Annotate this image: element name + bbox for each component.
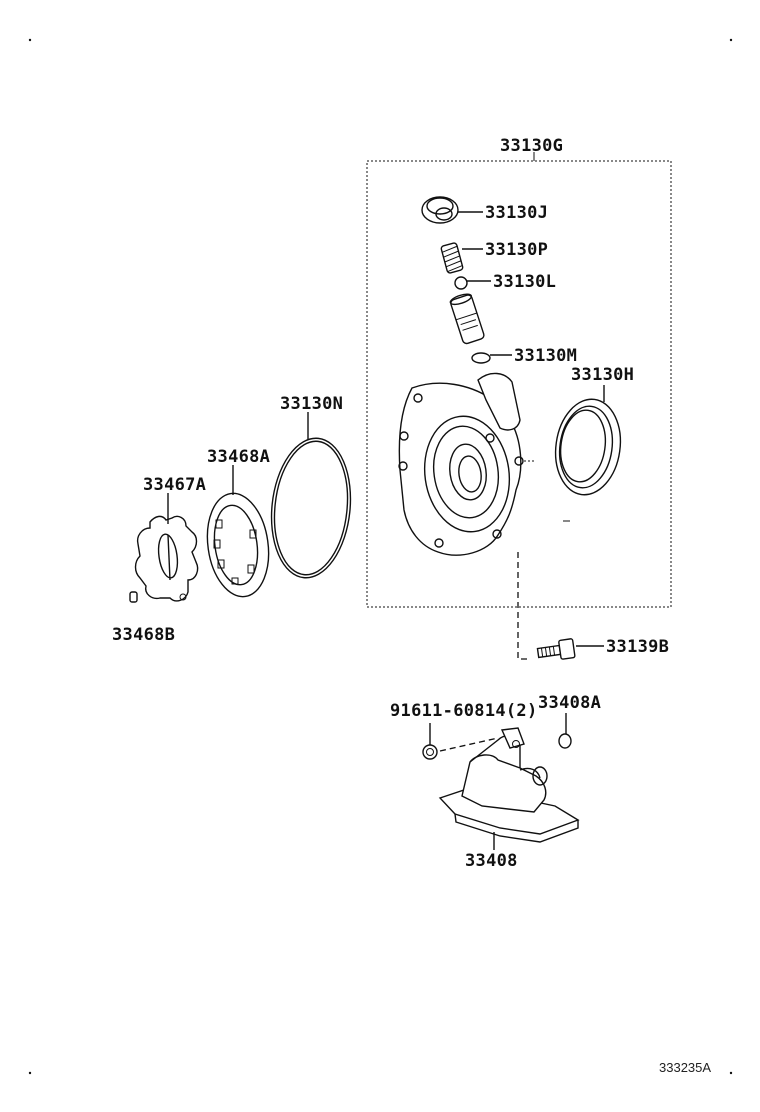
spring-33130p[interactable]: 33130P — [440, 240, 549, 274]
oil-pump-body[interactable] — [398, 372, 570, 556]
relief-valve[interactable] — [449, 292, 485, 345]
corner-marks — [28, 38, 733, 1075]
label-33130l: 33130L — [493, 272, 556, 292]
label-33467a: 33467A — [143, 475, 206, 495]
label-33130p: 33130P — [485, 240, 548, 260]
label-33468b: 33468B — [112, 625, 175, 645]
oring-33130n[interactable]: 33130N — [265, 394, 357, 582]
key-33468b[interactable]: 33468B — [112, 591, 175, 645]
label-33408: 33408 — [465, 851, 518, 871]
diagram-reference-code: 333235A — [659, 1060, 711, 1075]
assembly-33130g[interactable]: 33130G — [366, 136, 672, 608]
inner-gear-33467a[interactable]: 33467A — [134, 475, 207, 602]
oil-seal-33130h[interactable]: 33130H — [550, 365, 635, 499]
oring-33408a[interactable]: 33408A — [538, 693, 601, 749]
oring-33130m[interactable]: 33130M — [471, 346, 577, 366]
label-33130n: 33130N — [280, 394, 343, 414]
plug-33130j[interactable]: 33130J — [421, 196, 548, 224]
bolt-33139b[interactable]: 33139B — [517, 552, 669, 662]
label-33468a: 33468A — [207, 447, 270, 467]
label-91611-60814: 91611-60814(2) — [390, 701, 538, 721]
nut-91611-60814[interactable]: 91611-60814(2) — [390, 701, 538, 760]
outer-gear-33468a[interactable]: 33468A — [201, 447, 275, 601]
label-33130m: 33130M — [514, 346, 577, 366]
label-33139b: 33139B — [606, 637, 669, 657]
label-33130h: 33130H — [571, 365, 634, 385]
label-33130j: 33130J — [485, 203, 548, 223]
label-33408a: 33408A — [538, 693, 601, 713]
ball-33130l[interactable]: 33130L — [454, 272, 556, 292]
label-33130g: 33130G — [500, 136, 563, 156]
oil-strainer-33408[interactable]: 33408 — [438, 727, 580, 871]
